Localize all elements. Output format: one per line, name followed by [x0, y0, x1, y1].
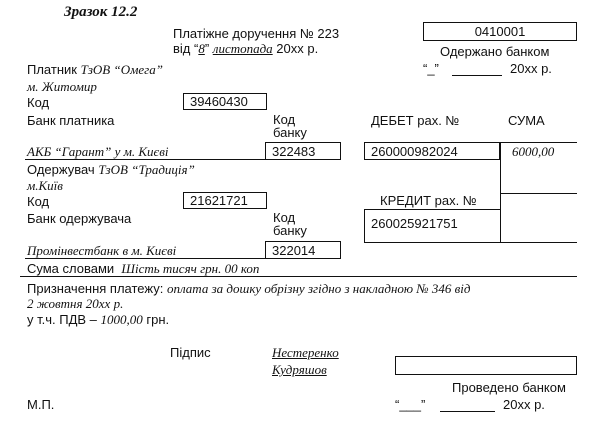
received-date-line [452, 75, 502, 76]
date-month: листопада [212, 41, 273, 56]
payer-bank-label: Банк платника [27, 113, 115, 128]
receiver-city: м.Київ [27, 178, 63, 193]
sum-label: СУМА [508, 113, 545, 128]
sum-top-line [500, 142, 577, 143]
debit-label: ДЕБЕТ рах. № [371, 113, 460, 128]
credit-label: КРЕДИТ рах. № [380, 193, 477, 208]
receiver-name: ТзОВ “Традиція” [98, 162, 195, 177]
receiver-bank-underline [25, 258, 265, 259]
date-mid: ” [204, 41, 213, 56]
receiver-code-value: 21621721 [190, 193, 248, 208]
document-title: Платіжне доручення № 223 [173, 26, 340, 41]
processed-box [395, 356, 577, 375]
receiver-code-box: 21621721 [183, 192, 267, 209]
processed-date-year: 20хх р. [503, 397, 545, 412]
sum-bottom-line [500, 242, 577, 243]
vat-prefix: у т.ч. ПДВ – [27, 312, 101, 327]
date-prefix: від “ [173, 41, 199, 56]
purpose-row: Призначення платежу: оплата за дошку обр… [27, 281, 470, 296]
sample-label: Зразок 12.2 [64, 4, 138, 20]
received-date-year: 20хх р. [510, 61, 552, 76]
payer-bank-code-box: 322483 [265, 142, 341, 160]
sum-left-line [500, 142, 501, 242]
sum-words-value: Шість тисяч грн. 00 коп [121, 261, 260, 276]
vat-row: у т.ч. ПДВ – 1000,00 грн. [27, 312, 169, 327]
processed-label: Проведено банком [452, 380, 566, 395]
sum-words-row: Сума словами Шість тисяч грн. 00 коп [27, 261, 259, 276]
received-label: Одержано банком [440, 44, 550, 59]
date-day: 8 [198, 41, 205, 56]
signature-name-1: Нестеренко [272, 345, 339, 360]
stamp-label: М.П. [27, 397, 55, 412]
signature-name-2: Кудряшов [272, 362, 327, 377]
sum-words-underline [20, 276, 577, 277]
received-date-quote: “_” [423, 61, 439, 76]
payer-code-label: Код [27, 95, 50, 110]
sum-value: 6000,00 [512, 144, 555, 159]
document-date: від “8” листопада 20хх р. [173, 41, 318, 56]
purpose-line1: оплата за дошку обрізну згідно з накладн… [166, 281, 471, 296]
payer-city: м. Житомир [27, 79, 97, 94]
form-code-box: 0410001 [423, 22, 577, 41]
vat-amount: 1000,00 [100, 312, 143, 327]
debit-account: 260000982024 [371, 144, 458, 159]
form-code: 0410001 [474, 24, 526, 39]
payer-row: Платник ТзОВ “Омега” [27, 62, 163, 77]
date-year: 20хх р. [272, 41, 319, 56]
payer-label: Платник [27, 62, 77, 77]
receiver-bank-code-box: 322014 [265, 241, 341, 259]
sum-words-label: Сума словами [27, 261, 115, 276]
payer-name: ТзОВ “Омега” [80, 62, 163, 77]
payer-bank-code-label: Код банку [273, 112, 307, 140]
vat-suffix: грн. [142, 312, 170, 327]
receiver-row: Одержувач ТзОВ “Традиція” [27, 162, 195, 177]
payer-code-value: 39460430 [190, 94, 248, 109]
payer-code-box: 39460430 [183, 93, 267, 110]
receiver-bank-code-value: 322014 [272, 243, 316, 258]
purpose-label: Призначення платежу: [27, 281, 164, 296]
payer-bank-underline [25, 159, 265, 160]
debit-account-box: 260000982024 [364, 142, 500, 160]
sum-mid-line [500, 193, 577, 194]
processed-date-quote: “___” [395, 397, 426, 412]
signature-label: Підпис [170, 345, 211, 360]
credit-account-box: 260025921751 [364, 209, 501, 243]
payer-bank-name: АКБ “Гарант” у м. Києві [27, 144, 169, 159]
receiver-bank-code-label: Код банку [273, 210, 307, 238]
purpose-line2: 2 жовтня 20хх р. [27, 296, 124, 311]
payer-bank-code-value: 322483 [272, 144, 316, 159]
credit-account: 260025921751 [371, 216, 458, 231]
receiver-label: Одержувач [27, 162, 95, 177]
receiver-bank-label: Банк одержувача [27, 211, 132, 226]
receiver-bank-name: Промінвестбанк в м. Києві [27, 243, 177, 258]
receiver-code-label: Код [27, 194, 50, 209]
processed-date-line [440, 411, 495, 412]
